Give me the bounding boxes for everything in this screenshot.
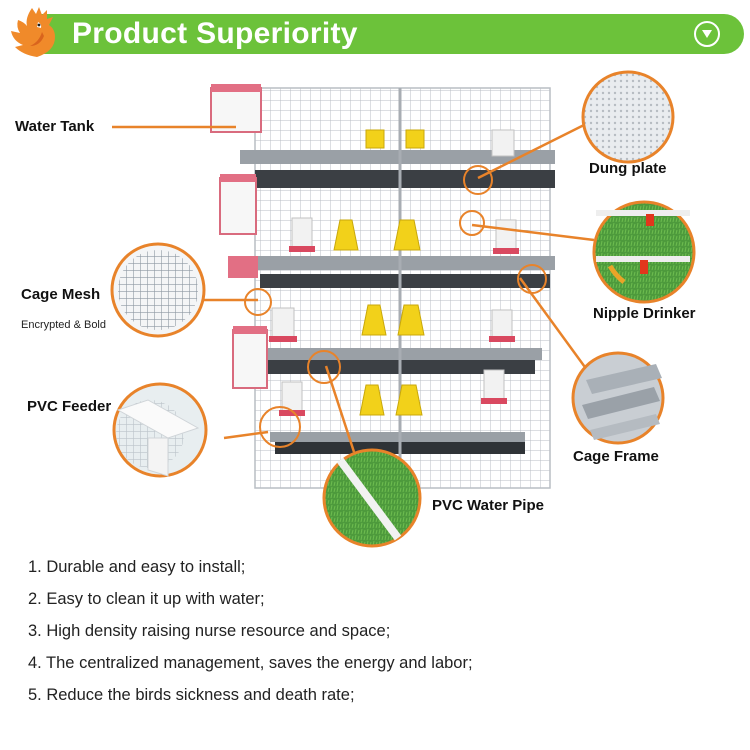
pvc-water-pipe-label: PVC Water Pipe bbox=[432, 497, 544, 514]
list-item: 3. High density raising nurse resource a… bbox=[28, 622, 391, 640]
cage-frame-thumb bbox=[571, 351, 665, 445]
list-item: 5. Reduce the birds sickness and death r… bbox=[28, 686, 355, 704]
cage-frame-label: Cage Frame bbox=[573, 448, 659, 465]
nipple-drinker-label: Nipple Drinker bbox=[593, 305, 696, 322]
pvc-water-pipe-thumb bbox=[322, 448, 422, 548]
list-item: 2. Easy to clean it up with water; bbox=[28, 590, 265, 608]
water-tank-label: Water Tank bbox=[15, 118, 95, 135]
cage-mesh-thumb bbox=[110, 242, 206, 338]
feature-list: 1. Durable and easy to install; 2. Easy … bbox=[28, 556, 728, 716]
pvc-feeder-label: PVC Feeder bbox=[27, 398, 112, 415]
rooster-icon bbox=[11, 7, 55, 57]
cage-illustration bbox=[110, 70, 696, 548]
nipple-drinker-thumb bbox=[592, 200, 696, 304]
page-title: Product Superiority bbox=[72, 17, 358, 50]
header-banner bbox=[30, 14, 744, 54]
dung-plate-thumb bbox=[581, 70, 675, 164]
cage-mesh-label: Cage Mesh bbox=[21, 286, 101, 303]
list-item: 1. Durable and easy to install; bbox=[28, 558, 246, 576]
cage-mesh-sublabel: Encrypted & Bold bbox=[21, 319, 106, 331]
pvc-feeder-thumb bbox=[112, 382, 208, 478]
chevron-down-circle-icon[interactable] bbox=[694, 21, 720, 47]
cage-body bbox=[210, 84, 555, 489]
list-item: 4. The centralized management, saves the… bbox=[28, 654, 473, 672]
dung-plate-label: Dung plate bbox=[589, 160, 667, 177]
